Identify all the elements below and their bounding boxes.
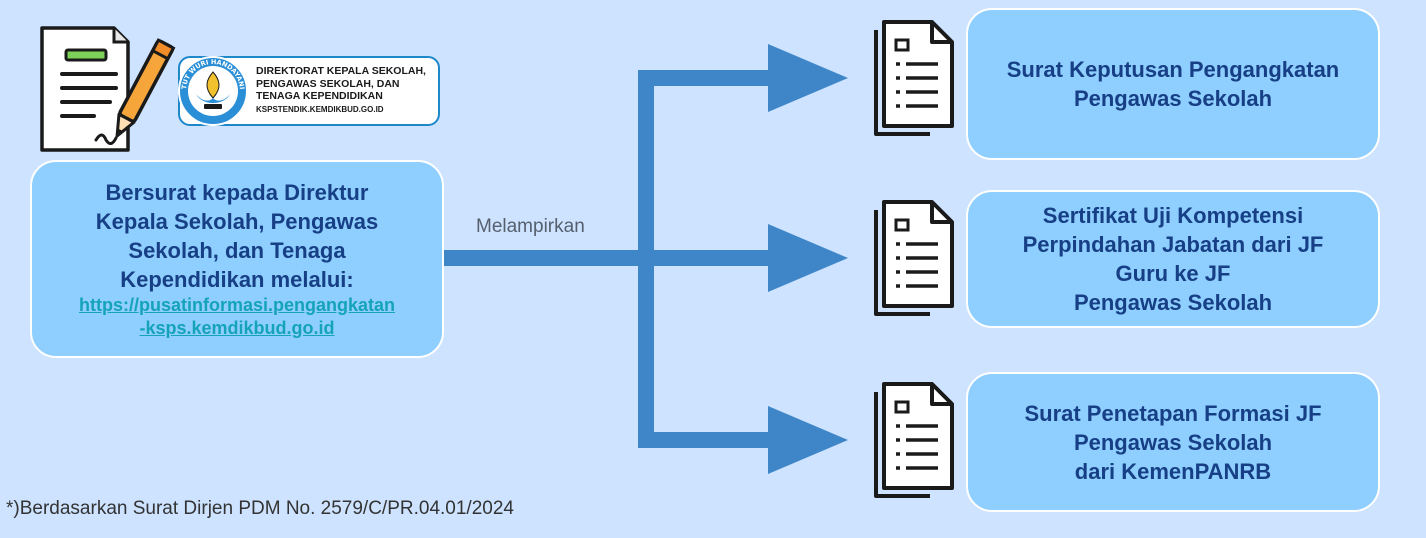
branch-shaft-1 [654,250,770,266]
flow-arrows [444,44,848,474]
destination-line: Pengawas Sekolah [1073,86,1273,111]
destination-line: Surat Penetapan Formasi JF [1024,400,1322,426]
logo-text: DIREKTORAT KEPALA SEKOLAH, PENGAWAS SEKO… [256,65,426,117]
logo-line: PENGAWAS SEKOLAH, DAN [256,77,400,90]
arrow-head-1 [768,224,848,292]
destination-box-formasi: Surat Penetapan Formasi JF Pengawas Seko… [966,372,1380,512]
destination-line: Pengawas Sekolah [1073,290,1273,315]
contract-pen-icon [40,26,176,152]
connector-label: Melampirkan [476,216,585,237]
source-line: Kependidikan melalui: [120,267,354,292]
destination-line: Perpindahan Jabatan dari JF [1022,232,1324,257]
directorate-logo: TUT WURI HANDAYANI DIREKTORAT KEPALA SEK… [178,56,440,126]
destination-box-sertifikat: Sertifikat Uji Kompetensi Perpindahan Ja… [966,190,1380,328]
document-list-icon [874,200,954,316]
logo-website: KSPSTENDIK.KEMDIKBUD.GO.ID [256,104,384,114]
footnote: *)Berdasarkan Surat Dirjen PDM No. 2579/… [6,498,514,519]
document-list-icon [874,382,954,498]
tut-wuri-handayani-emblem: TUT WURI HANDAYANI [178,56,248,126]
logo-line: DIREKTORAT KEPALA SEKOLAH, [256,65,426,77]
horizontal-trunk [444,250,654,266]
source-line: Bersurat kepada Direktur [105,180,369,205]
destination-line: Sertifikat Uji Kompetensi [1042,203,1304,228]
document-list-icon [874,20,954,136]
source-step-box: Bersurat kepada Direktur Kepala Sekolah,… [30,160,444,358]
destination-box-sk-pengangkatan: Surat Keputusan Pengangkatan Pengawas Se… [966,8,1380,160]
vertical-trunk [638,70,654,448]
source-line: Kepala Sekolah, Pengawas [95,209,379,234]
arrow-head-0 [768,44,848,112]
branch-shaft-0 [638,70,770,86]
destination-line: Surat Keputusan Pengangkatan [1006,57,1340,82]
source-url-link[interactable]: https://pusatinformasi.pengangkatan [78,295,396,315]
destination-line: Pengawas Sekolah [1073,429,1273,455]
arrow-head-2 [768,406,848,474]
source-line: Sekolah, dan Tenaga [128,238,346,263]
branch-shaft-2 [638,432,770,448]
source-url-link[interactable]: -ksps.kemdikbud.go.id [139,318,335,338]
destination-line: dari KemenPANRB [1074,458,1272,484]
destination-line: Guru ke JF [1115,261,1231,286]
logo-line: TENAGA KEPENDIDIKAN [256,90,383,102]
